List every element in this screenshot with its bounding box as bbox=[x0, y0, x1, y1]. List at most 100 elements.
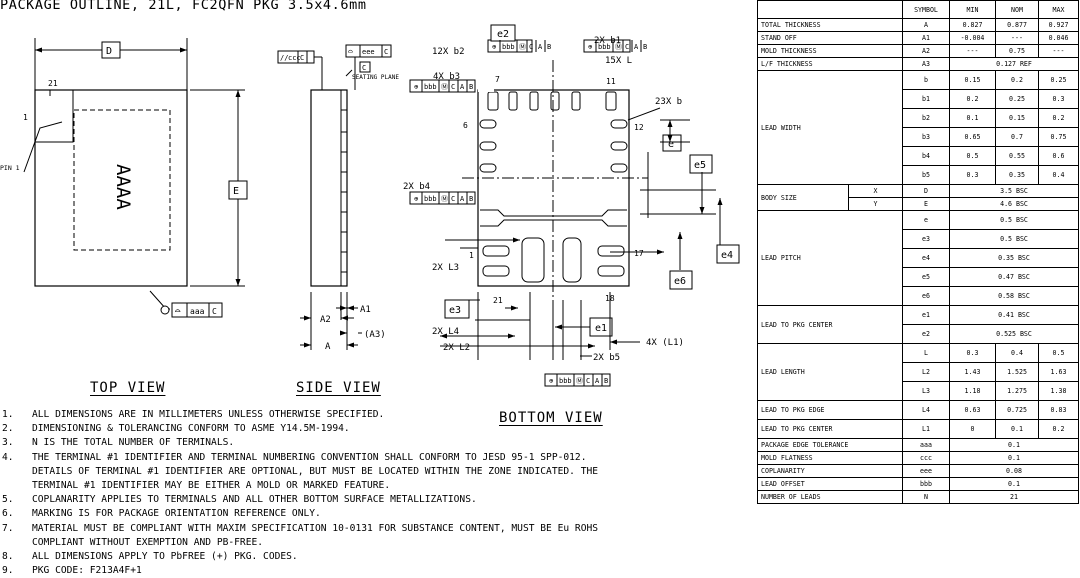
dim-a2-label: A2 bbox=[320, 315, 331, 325]
row-symbol: E bbox=[902, 197, 950, 211]
row-nom: 0.1 bbox=[995, 419, 1039, 439]
fcf-aaa-datum: C bbox=[212, 307, 217, 316]
side-view-label: SIDE VIEW bbox=[296, 380, 381, 396]
position-symbol: ⊕ bbox=[414, 83, 419, 91]
pin7-label: 7 bbox=[495, 75, 500, 84]
bottom-left-leads bbox=[479, 119, 497, 173]
row-min: 0.2 bbox=[949, 89, 996, 109]
row-nom: 0.75 bbox=[995, 44, 1039, 58]
fcf-ccc-symbol: // bbox=[280, 54, 288, 62]
fcf-datum-b: B bbox=[547, 43, 551, 51]
row-value: 0.525 BSC bbox=[949, 324, 1079, 344]
row-symbol: e6 bbox=[902, 286, 950, 306]
row-max: 0.2 bbox=[1038, 419, 1079, 439]
row-min: 0.1 bbox=[949, 108, 996, 128]
pin1-num-label: 1 bbox=[23, 113, 28, 122]
side-body bbox=[310, 89, 348, 287]
dim-b4-label: 2X b4 bbox=[403, 182, 430, 192]
fcf-datum-a: A bbox=[634, 43, 639, 51]
dim-e5-label: e5 bbox=[694, 160, 706, 171]
row-max: 1.63 bbox=[1038, 362, 1079, 382]
row-symbol: A3 bbox=[902, 57, 950, 71]
note-line: 0.TERMINAL #1 IDENTIFIER MAY BE EITHER A… bbox=[2, 479, 612, 493]
row-max: 0.25 bbox=[1038, 70, 1079, 90]
package-body-outline bbox=[34, 89, 188, 287]
top-view bbox=[23, 38, 248, 318]
row-group-label: LEAD PITCH bbox=[757, 210, 903, 306]
fcf-datum-a: A bbox=[538, 43, 543, 51]
dim-d-box bbox=[101, 41, 121, 59]
page-title: PACKAGE OUTLINE, 21L, FC2QFN PKG 3.5x4.6… bbox=[0, 0, 367, 13]
dim-e1-label: e1 bbox=[595, 323, 607, 334]
dim-l4-label: 2X L4 bbox=[432, 327, 459, 337]
row-symbol: b4 bbox=[902, 146, 950, 166]
row-symbol: D bbox=[902, 184, 950, 198]
fcf-datum-a: A bbox=[595, 377, 600, 385]
note-line: 7.MATERIAL MUST BE COMPLIANT WITH MAXIM … bbox=[2, 522, 612, 536]
row-min: --- bbox=[949, 44, 996, 58]
dim-d-label: D bbox=[106, 46, 112, 57]
row-symbol: A1 bbox=[902, 31, 950, 45]
row-value: 0.41 BSC bbox=[949, 305, 1079, 325]
fcf-b4 bbox=[409, 191, 476, 205]
fcf-eee-datum: C bbox=[384, 48, 388, 56]
note-text: PKG CODE: F213A4F+1 bbox=[32, 565, 142, 577]
row-symbol: bbb bbox=[902, 477, 950, 491]
row-symbol: L4 bbox=[902, 400, 950, 420]
row-max: 0.2 bbox=[1038, 108, 1079, 128]
marking-zone bbox=[73, 109, 171, 251]
row-symbol: A bbox=[902, 18, 950, 32]
row-symbol: aaa bbox=[902, 438, 950, 452]
dim-e-bottom-label: e bbox=[668, 139, 674, 150]
dim-e4-label: e4 bbox=[721, 250, 733, 261]
position-symbol: ⊕ bbox=[588, 43, 593, 51]
fcf-ccc-value: ccc bbox=[288, 54, 301, 62]
dim-b2-label: 12X b2 bbox=[432, 47, 465, 57]
note-number: 5. bbox=[2, 494, 14, 506]
note-number: 1. bbox=[2, 409, 14, 420]
row-nom: 0.2 bbox=[995, 70, 1039, 90]
table-header-cell: MIN bbox=[949, 0, 996, 19]
row-max: 0.75 bbox=[1038, 127, 1079, 147]
note-text: ALL DIMENSIONS ARE IN MILLIMETERS UNLESS… bbox=[32, 409, 385, 420]
note-line: 0.COMPLIANT WITHOUT EXEMPTION AND PB-FRE… bbox=[2, 536, 612, 550]
row-max: 0.5 bbox=[1038, 343, 1079, 363]
bottom-top-leads bbox=[487, 91, 617, 111]
row-min: 0 bbox=[949, 419, 996, 439]
pin6-label: 6 bbox=[463, 121, 468, 130]
position-symbol: ⊕ bbox=[492, 43, 497, 51]
note-text: ALL DIMENSIONS APPLY TO PbFREE (+) PKG. … bbox=[32, 551, 298, 563]
note-line: 3.N IS THE TOTAL NUMBER OF TERMINALS. bbox=[2, 436, 612, 450]
row-symbol: A2 bbox=[902, 44, 950, 58]
row-max: 0.927 bbox=[1038, 18, 1079, 32]
row-min: 0.63 bbox=[949, 400, 996, 420]
row-group-label: MOLD FLATNESS bbox=[757, 451, 903, 465]
pin1-leader bbox=[23, 121, 63, 173]
wide-lead-bottom bbox=[480, 219, 627, 227]
note-text: MARKING IS FOR PACKAGE ORIENTATION REFER… bbox=[32, 508, 321, 520]
dim-e-box bbox=[228, 180, 248, 200]
fcf-datum-c: C bbox=[451, 83, 455, 91]
mmc-modifier: Ⓜ bbox=[576, 377, 583, 385]
note-text: COPLANARITY APPLIES TO TERMINALS AND ALL… bbox=[32, 494, 477, 506]
dim-e6-box bbox=[669, 270, 693, 290]
row-nom: --- bbox=[995, 31, 1039, 45]
row-symbol: L bbox=[902, 343, 950, 363]
note-text: MATERIAL MUST BE COMPLIANT WITH MAXIM SP… bbox=[32, 522, 599, 534]
pin17-label: 17 bbox=[634, 249, 644, 258]
note-text: DETAILS OF TERMINAL #1 IDENTIFIER ARE OP… bbox=[32, 465, 599, 477]
row-group-label: TOTAL THICKNESS bbox=[757, 18, 903, 32]
marking-text: AAAA bbox=[112, 164, 134, 210]
table-header-cell: MAX bbox=[1038, 0, 1079, 19]
row-nom: 1.525 bbox=[995, 362, 1039, 382]
